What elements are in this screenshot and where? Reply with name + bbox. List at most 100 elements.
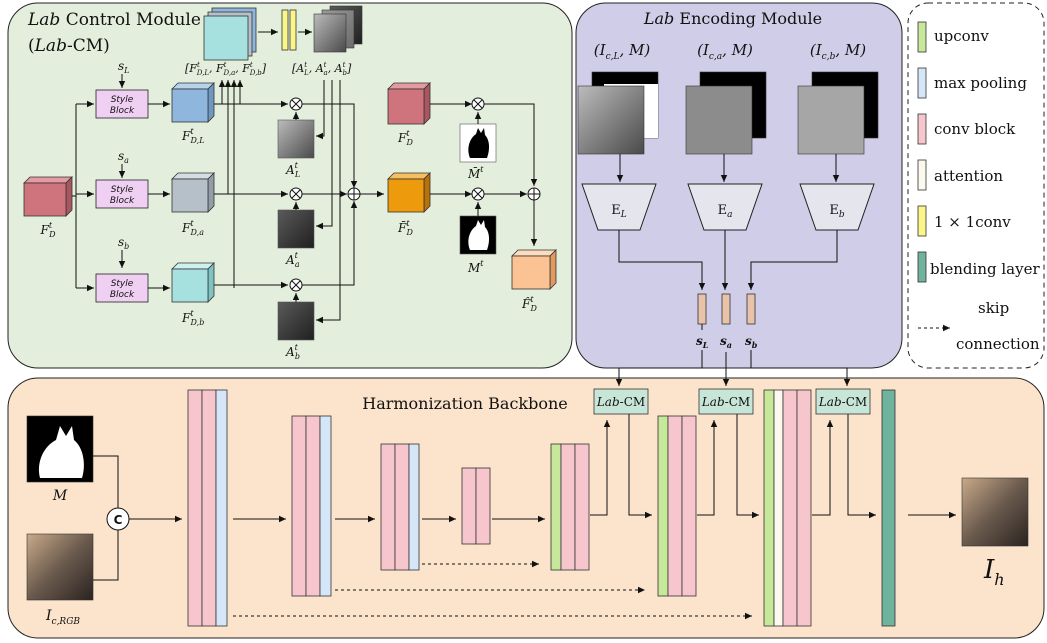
conv1x1-bars	[281, 9, 297, 51]
encoder-stage-3	[380, 443, 420, 571]
lab-control-module-panel	[7, 2, 573, 369]
backbone-mask-label: M	[52, 488, 68, 504]
svg-text:blending layer: blending layer	[930, 260, 1040, 278]
attention-map-stack	[313, 5, 363, 53]
enc-input-image-L	[577, 71, 659, 155]
backbone-input-image	[26, 533, 94, 601]
encoder-b: Eb	[799, 183, 875, 231]
svg-text:EL: EL	[611, 203, 627, 220]
branch-cube-b	[171, 262, 215, 303]
multiply-node-L	[289, 97, 303, 111]
legend-item-upconv: upconv	[917, 21, 989, 53]
multiply-node-b	[289, 278, 303, 292]
svg-text:skip: skip	[978, 299, 1009, 317]
encoding-module-title: Lab Encoding Module	[643, 9, 822, 28]
svg-text:connection: connection	[956, 335, 1040, 353]
blending-layer	[881, 389, 896, 627]
decoder-stage-2	[657, 415, 697, 597]
legend-item-1x1conv: 1 × 1conv	[917, 205, 1011, 237]
legend-item-conv-block: conv block	[917, 113, 1016, 145]
enc-input-image-a	[685, 71, 767, 155]
svg-text:max pooling: max pooling	[934, 74, 1027, 92]
svg-text:conv block: conv block	[934, 120, 1016, 138]
svg-text:Block: Block	[110, 196, 135, 206]
sum-node-1	[347, 187, 361, 201]
attention-map-b	[277, 301, 315, 341]
legend-item-skip-connection: skip connection	[918, 299, 1040, 353]
encoder-L: EL	[581, 183, 657, 231]
svg-text:1 × 1conv: 1 × 1conv	[934, 213, 1011, 231]
svg-text:Style: Style	[111, 95, 134, 105]
backbone-title: Harmonization Backbone	[362, 394, 568, 413]
svg-text:Block: Block	[110, 106, 135, 116]
mask-label: Mt	[467, 259, 484, 275]
enc-input-image-b	[797, 71, 879, 155]
multiply-node-fused	[471, 187, 485, 201]
inverse-mask-label: M̄t	[467, 165, 484, 181]
svg-text:Style: Style	[111, 279, 134, 289]
concat-feature-stack	[203, 7, 257, 61]
svg-text:attention: attention	[934, 167, 1003, 185]
svg-text:upconv: upconv	[934, 27, 989, 45]
legend-panel	[907, 2, 1045, 369]
style-input-sb: sb	[118, 235, 129, 251]
inverse-mask-thumb	[459, 123, 497, 163]
svg-text:Lab-CM: Lab-CM	[701, 395, 750, 409]
style-code-L	[697, 293, 707, 325]
decoder-stage-1	[550, 443, 590, 571]
enc-input-a-label: (Ic,a, M)	[697, 41, 753, 62]
style-block-a: Style Block	[95, 179, 149, 209]
branch-cube-L	[171, 82, 215, 123]
svg-text:Style: Style	[111, 185, 134, 195]
input-feature-cube	[23, 176, 73, 217]
lab-cm-box-3: Lab-CM	[815, 388, 871, 415]
svg-text:Eb: Eb	[829, 203, 845, 220]
branch-cube-a	[171, 172, 215, 213]
svg-text:Lab-CM: Lab-CM	[596, 395, 645, 409]
encoder-a: Ea	[687, 183, 763, 231]
decoder-stage-3	[763, 389, 812, 627]
bottleneck-block	[461, 467, 491, 545]
multiply-node-fd	[471, 97, 485, 111]
output-label: Ih	[983, 555, 1005, 589]
fused-feature-cube	[387, 172, 431, 213]
style-input-sa: sa	[118, 149, 129, 165]
attention-map-L	[277, 119, 315, 159]
fd-top-cube	[387, 82, 431, 125]
enc-input-L-label: (Ic,L, M)	[594, 41, 651, 62]
output-image	[961, 477, 1029, 547]
enc-input-b-label: (Ic,b, M)	[810, 41, 866, 62]
lab-cm-box-2: Lab-CM	[698, 388, 754, 415]
legend-item-blending-layer: blending layer	[917, 251, 1040, 283]
style-code-L-label: sL	[696, 334, 709, 350]
lab-cm-title: Lab Control Module	[27, 10, 201, 30]
concat-node: C	[106, 507, 130, 531]
style-code-a	[721, 293, 731, 325]
multiply-node-a	[289, 187, 303, 201]
lab-cm-abbrev: (Lab-CM)	[28, 36, 110, 56]
legend-item-attention: attention	[917, 159, 1003, 191]
backbone-mask-image	[26, 415, 94, 483]
encoder-stage-2	[291, 415, 332, 597]
backbone-input-label: Ic,RGB	[45, 608, 80, 627]
lab-cm-box-1: Lab-CM	[593, 388, 649, 415]
style-code-b	[746, 293, 756, 325]
output-feature-cube	[511, 249, 557, 290]
svg-text:C: C	[114, 513, 123, 527]
svg-text:Block: Block	[110, 290, 135, 300]
style-input-sL: sL	[118, 59, 129, 75]
mask-thumb	[459, 215, 497, 255]
